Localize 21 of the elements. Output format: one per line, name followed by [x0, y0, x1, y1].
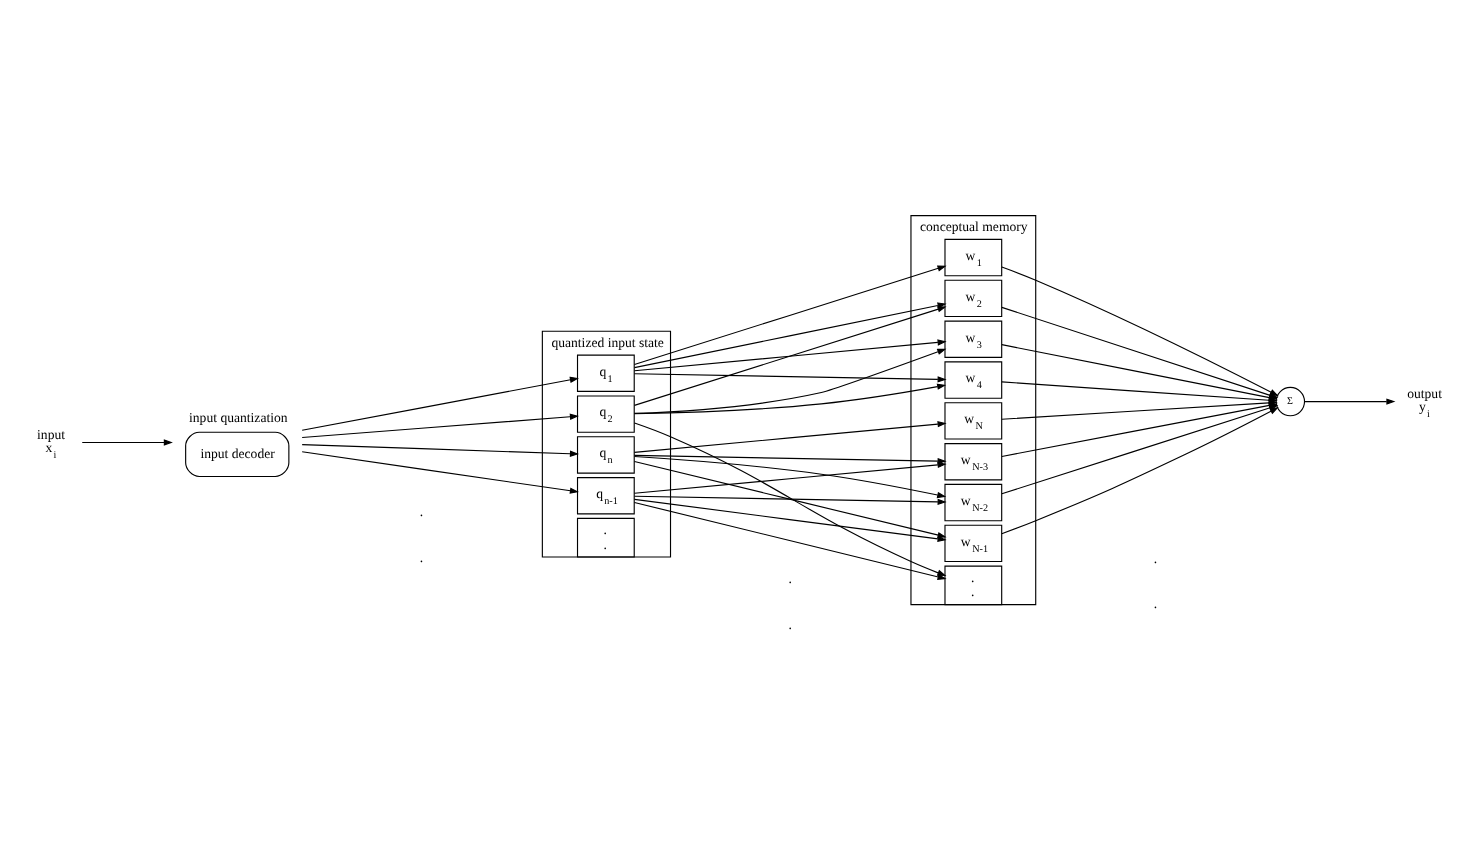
arrow: [633, 306, 947, 406]
arrow: [633, 420, 947, 453]
arrow: [1304, 398, 1396, 405]
arrow: [1001, 407, 1279, 535]
arrow: [633, 302, 947, 369]
arrow: [633, 495, 947, 506]
arrow: [633, 348, 947, 414]
arrow: [633, 339, 947, 372]
arrow: [633, 373, 947, 383]
arrow: [633, 265, 947, 366]
arrow: [633, 461, 947, 539]
arrow: [633, 383, 947, 415]
arrow: [633, 422, 947, 577]
arrow: [633, 498, 947, 543]
arrow: [633, 501, 947, 580]
arrow: [301, 451, 579, 494]
arrow: [301, 376, 579, 431]
arrow: [81, 439, 173, 446]
arrow: [633, 454, 947, 465]
arrow: [301, 444, 579, 457]
arrow: [301, 413, 579, 439]
